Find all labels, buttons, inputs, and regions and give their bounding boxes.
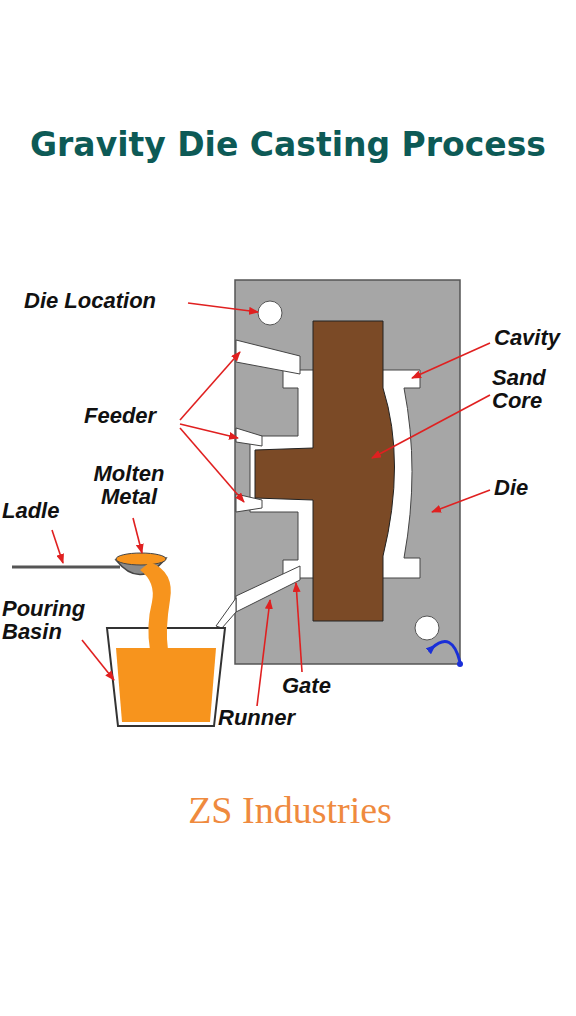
part-label: Gate bbox=[282, 674, 331, 697]
diagram-title: Gravity Die Casting Process bbox=[0, 125, 576, 164]
part-label: Sand Core bbox=[492, 366, 572, 412]
part-label: Feeder bbox=[84, 404, 156, 427]
part-label: Ladle bbox=[2, 499, 59, 522]
part-label: Runner bbox=[218, 706, 295, 729]
brand-watermark: ZS Industries bbox=[2, 788, 576, 832]
part-label: Die bbox=[494, 476, 528, 499]
part-label: Cavity bbox=[494, 326, 560, 349]
part-label: Pouring Basin bbox=[2, 597, 112, 643]
part-label: Die Location bbox=[24, 289, 156, 312]
part-label: Molten Metal bbox=[84, 462, 174, 508]
